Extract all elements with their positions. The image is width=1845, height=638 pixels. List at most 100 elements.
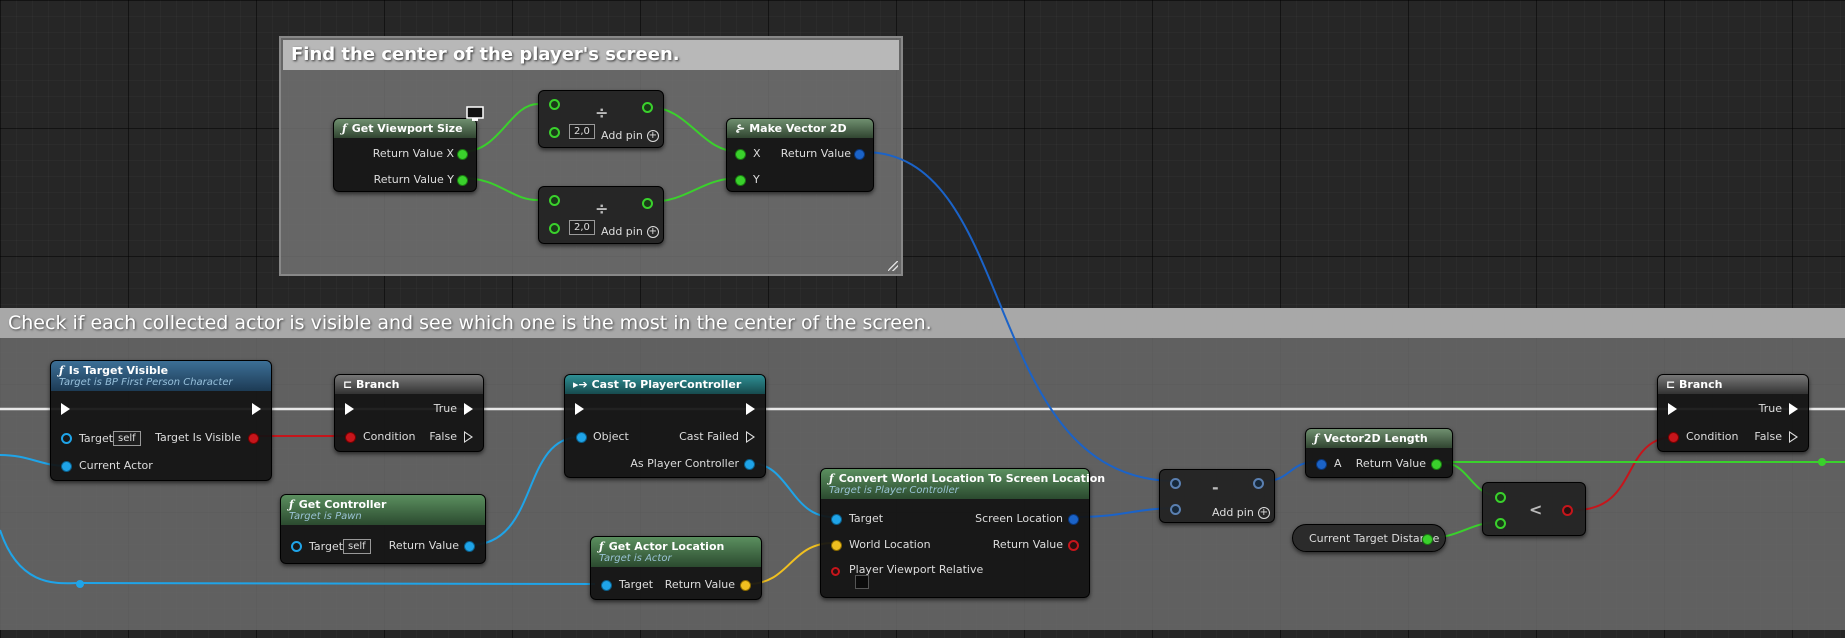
pin-label: Y <box>753 173 760 186</box>
input-pin-condition[interactable] <box>345 432 356 443</box>
input-pin-b[interactable] <box>549 127 560 138</box>
pin-label: World Location <box>849 538 931 551</box>
cast-icon: ▸➔ <box>573 378 592 391</box>
output-pin[interactable] <box>464 541 475 552</box>
pin-label: As Player Controller <box>630 457 739 470</box>
exec-input-pin[interactable] <box>1668 403 1677 415</box>
exec-true-pin[interactable] <box>464 403 473 415</box>
exec-cast-failed-pin[interactable] <box>746 431 755 443</box>
viewport-relative-checkbox[interactable] <box>855 575 869 589</box>
input-pin-target[interactable] <box>291 541 302 552</box>
input-pin-viewport-relative[interactable] <box>831 567 840 576</box>
pin-label: Target <box>849 512 884 525</box>
node-branch[interactable]: ⊏ Branch True Condition False <box>1657 374 1809 452</box>
exec-output-pin[interactable] <box>252 403 261 415</box>
plus-icon: + <box>646 226 659 238</box>
input-pin-target[interactable] <box>601 580 612 591</box>
pin-label: Return Value <box>664 578 735 591</box>
output-pin-visible[interactable] <box>248 433 259 444</box>
output-pin[interactable] <box>854 149 865 160</box>
input-pin-target[interactable] <box>61 433 72 444</box>
variable-label: Current Target Distance <box>1309 532 1440 545</box>
input-pin-a[interactable] <box>549 99 560 110</box>
exec-input-pin[interactable] <box>575 403 584 415</box>
comment-title[interactable]: Check if each collected actor is visible… <box>0 308 1845 338</box>
exec-true-pin[interactable] <box>1789 403 1798 415</box>
node-current-target-distance[interactable]: Current Target Distance <box>1292 524 1446 552</box>
input-pin-condition[interactable] <box>1668 432 1679 443</box>
exec-input-pin[interactable] <box>61 403 70 415</box>
pin-label: Current Actor <box>79 459 153 472</box>
input-pin-a[interactable] <box>1495 492 1506 503</box>
input-pin-target[interactable] <box>831 514 842 525</box>
target-value-box[interactable]: self <box>343 539 371 554</box>
value-input[interactable]: 2,0 <box>569 220 595 235</box>
output-pin[interactable] <box>1562 505 1573 516</box>
pin-label: Return Value X <box>372 147 454 160</box>
subtract-operator: - <box>1212 478 1219 497</box>
exec-input-pin[interactable] <box>345 403 354 415</box>
input-pin-a[interactable] <box>1316 459 1327 470</box>
output-pin[interactable] <box>1422 534 1433 545</box>
output-pin-return[interactable] <box>1068 540 1079 551</box>
input-pin-a[interactable] <box>1170 478 1181 489</box>
node-divide[interactable]: ÷ 2,0 Add pin+ <box>538 186 664 244</box>
output-pin[interactable] <box>642 102 653 113</box>
pin-label: True <box>433 402 457 415</box>
input-pin-a[interactable] <box>549 195 560 206</box>
output-pin-x[interactable] <box>457 149 468 160</box>
input-pin-y[interactable] <box>735 175 746 186</box>
pin-label: Screen Location <box>975 512 1063 525</box>
input-pin-b[interactable] <box>1495 518 1506 529</box>
add-pin-button[interactable]: Add pin+ <box>601 129 659 142</box>
function-icon: ƒ <box>599 540 604 553</box>
add-pin-button[interactable]: Add pin+ <box>601 225 659 238</box>
input-pin-x[interactable] <box>735 149 746 160</box>
target-value-box[interactable]: self <box>113 431 141 446</box>
monitor-icon <box>466 106 484 121</box>
node-less-than[interactable]: < <box>1482 482 1586 536</box>
divide-operator: ÷ <box>595 199 609 218</box>
node-branch[interactable]: ⊏ Branch True Condition False <box>334 374 484 452</box>
pin-label: A <box>1334 457 1342 470</box>
pin-label: Return Value <box>388 539 459 552</box>
pin-label: Condition <box>1686 430 1739 443</box>
input-pin-b[interactable] <box>549 223 560 234</box>
input-pin-world-location[interactable] <box>831 540 842 551</box>
function-icon: ƒ <box>289 498 294 511</box>
node-subtract[interactable]: - Add pin+ <box>1159 469 1275 523</box>
input-pin-current-actor[interactable] <box>61 461 72 472</box>
make-struct-icon: ⊱ <box>735 122 745 135</box>
output-pin-screen-location[interactable] <box>1068 514 1079 525</box>
exec-false-pin[interactable] <box>464 431 473 443</box>
pin-label: Return Value Y <box>373 173 454 186</box>
add-pin-button[interactable]: Add pin+ <box>1212 506 1270 519</box>
output-pin[interactable] <box>740 580 751 591</box>
exec-output-pin[interactable] <box>746 403 755 415</box>
pin-label: Player Viewport Relative <box>849 563 984 576</box>
value-input[interactable]: 2,0 <box>569 124 595 139</box>
comment-title[interactable]: Find the center of the player's screen. <box>283 40 899 70</box>
resize-handle[interactable] <box>888 261 898 271</box>
output-pin[interactable] <box>1431 459 1442 470</box>
pin-label: Return Value <box>992 538 1063 551</box>
output-pin-controller[interactable] <box>744 459 755 470</box>
pin-label: Condition <box>363 430 416 443</box>
output-pin-y[interactable] <box>457 175 468 186</box>
exec-false-pin[interactable] <box>1789 431 1798 443</box>
output-pin[interactable] <box>642 198 653 209</box>
node-make-vector-2d[interactable]: ⊱Make Vector 2D X Return Value Y <box>726 118 874 192</box>
node-divide[interactable]: ÷ 2,0 Add pin+ <box>538 90 664 148</box>
node-cast-to-playercontroller[interactable]: ▸➔ Cast To PlayerController Object Cast … <box>564 374 766 478</box>
pin-label: Target Is Visible <box>155 431 241 444</box>
pin-label: Return Value <box>1355 457 1426 470</box>
input-pin-object[interactable] <box>576 432 587 443</box>
input-pin-b[interactable] <box>1170 504 1181 515</box>
output-pin[interactable] <box>1253 478 1264 489</box>
